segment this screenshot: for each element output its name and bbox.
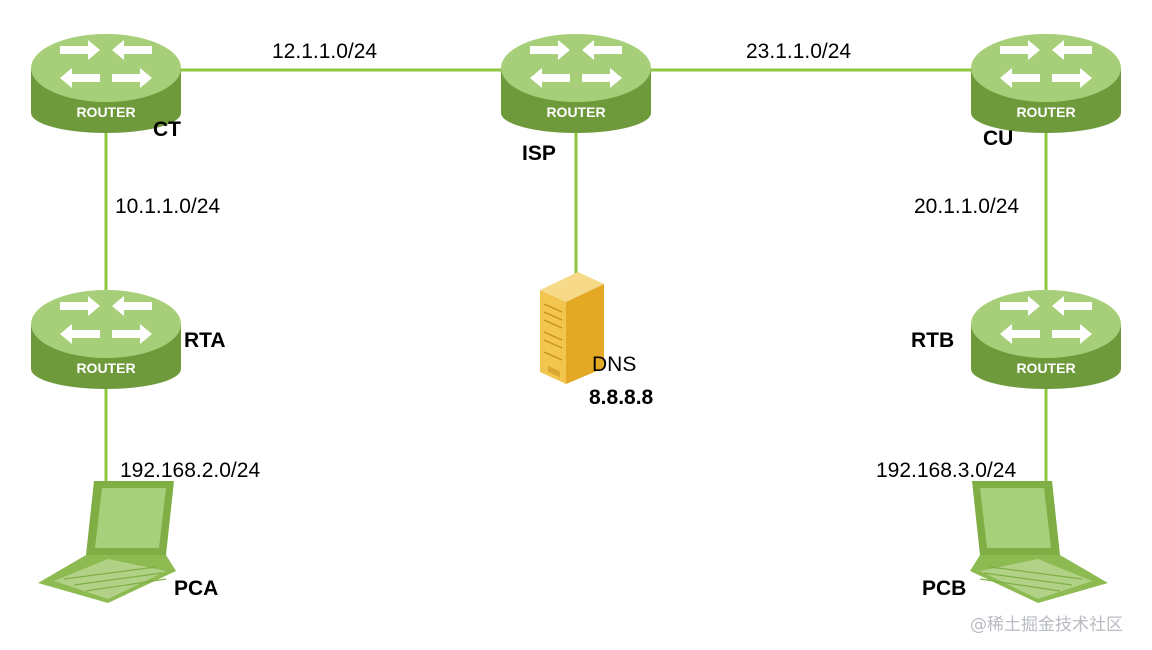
router-isp[interactable]: ROUTER	[501, 34, 651, 133]
label-pca: PCA	[174, 577, 219, 600]
router-ct[interactable]: ROUTER	[31, 34, 181, 133]
label-net-ct-rta: 10.1.1.0/24	[115, 195, 221, 218]
label-isp: ISP	[522, 142, 556, 165]
laptop-pcb[interactable]	[969, 480, 1109, 604]
label-net-cu-rtb: 20.1.1.0/24	[914, 195, 1020, 218]
label-rtb: RTB	[911, 329, 955, 352]
router-rta[interactable]: ROUTER	[31, 290, 181, 389]
label-dns-ip: 8.8.8.8	[589, 386, 654, 409]
laptop-icon	[969, 480, 1109, 604]
label-pcb: PCB	[922, 577, 967, 600]
router-rtb[interactable]: ROUTER	[971, 290, 1121, 389]
laptop-pca[interactable]	[37, 480, 177, 604]
label-dns: DNS	[592, 353, 637, 376]
label-net-rtb-pcb: 192.168.3.0/24	[876, 459, 1017, 482]
router-badge: ROUTER	[76, 360, 135, 376]
watermark: @稀土掘金技术社区	[970, 615, 1123, 635]
router-badge: ROUTER	[76, 104, 135, 120]
label-net-ct-isp: 12.1.1.0/24	[272, 40, 378, 63]
router-badge: ROUTER	[1016, 104, 1075, 120]
server-icon[interactable]	[540, 272, 604, 384]
laptop-icon	[37, 480, 177, 604]
router-badge: ROUTER	[546, 104, 605, 120]
label-net-isp-cu: 23.1.1.0/24	[746, 40, 852, 63]
label-cu: CU	[983, 127, 1014, 150]
label-net-rta-pca: 192.168.2.0/24	[120, 459, 261, 482]
label-ct: CT	[153, 118, 181, 141]
router-cu[interactable]: ROUTER	[971, 34, 1121, 133]
label-rta: RTA	[184, 329, 226, 352]
router-badge: ROUTER	[1016, 360, 1075, 376]
